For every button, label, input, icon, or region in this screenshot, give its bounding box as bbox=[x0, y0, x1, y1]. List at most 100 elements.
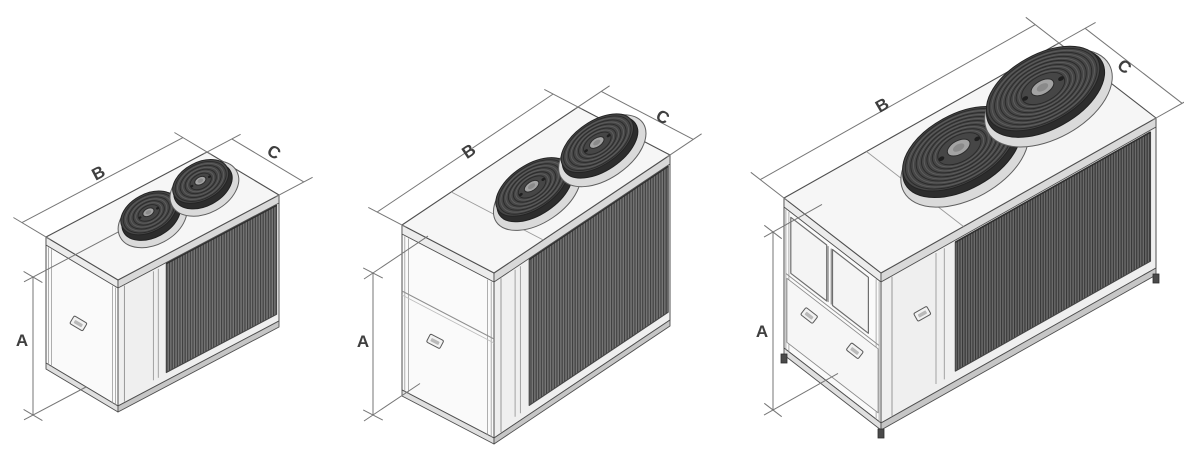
fan-detail bbox=[1022, 96, 1029, 101]
dim-label-a: A bbox=[756, 322, 768, 341]
fan-ring bbox=[580, 129, 614, 157]
fan-ring bbox=[505, 165, 559, 209]
fan-ring bbox=[570, 121, 624, 165]
dim-label-a: A bbox=[357, 332, 369, 351]
fan-ring bbox=[999, 55, 1087, 122]
panel-seam bbox=[401, 294, 495, 344]
fan-hub-center bbox=[197, 178, 204, 183]
dim-label-b: B bbox=[872, 94, 892, 117]
fan bbox=[984, 45, 1113, 148]
unit-small: A B C bbox=[13, 132, 313, 422]
fan-ring bbox=[578, 127, 617, 159]
fan-detail bbox=[207, 175, 211, 179]
fan-detail bbox=[1058, 76, 1064, 81]
dim-c-extension bbox=[666, 133, 702, 158]
dim-c-line bbox=[601, 90, 694, 140]
dim-c-extension bbox=[1152, 101, 1184, 121]
dim-b-extension bbox=[750, 171, 789, 202]
dim-a-extension bbox=[23, 386, 87, 421]
fan-hub-center bbox=[1036, 83, 1049, 92]
panel-seam bbox=[401, 290, 495, 340]
dim-label-b: B bbox=[89, 162, 109, 185]
dim-c-extension bbox=[574, 85, 610, 110]
dim-a-extension bbox=[763, 203, 823, 238]
fan-ring bbox=[1002, 57, 1085, 120]
dim-a-extension bbox=[363, 235, 429, 280]
fan-ring bbox=[994, 51, 1093, 126]
fan-ring bbox=[1004, 59, 1082, 118]
dim-label-c: C bbox=[1114, 55, 1135, 78]
dim-label-b: B bbox=[459, 140, 480, 163]
dim-b-line bbox=[21, 137, 184, 224]
grille-top-shadow bbox=[165, 204, 277, 265]
fan-hub-center bbox=[527, 183, 536, 190]
fan-detail bbox=[138, 216, 142, 219]
fan-ring bbox=[510, 169, 554, 205]
fan-ring bbox=[1018, 70, 1068, 108]
unit-small-drawing bbox=[13, 132, 313, 422]
fan-detail bbox=[974, 136, 981, 142]
fan-detail bbox=[190, 184, 194, 188]
panel-handle bbox=[426, 333, 444, 349]
unit-large: A B C bbox=[750, 16, 1184, 439]
foot bbox=[1152, 273, 1160, 284]
fan-detail bbox=[541, 177, 546, 181]
fan-detail bbox=[938, 156, 945, 162]
mid-rail bbox=[785, 273, 880, 346]
fan-ring bbox=[991, 49, 1095, 128]
fan-ring bbox=[929, 126, 990, 172]
unit-medium-drawing bbox=[362, 85, 702, 445]
panel-handle bbox=[800, 307, 818, 324]
fan-ring bbox=[135, 202, 163, 224]
fan-hub-center bbox=[953, 143, 965, 152]
fan-ring bbox=[507, 167, 557, 207]
fan bbox=[558, 113, 647, 188]
fan bbox=[169, 159, 240, 217]
grille-top-shadow bbox=[954, 131, 1151, 243]
dim-label-a: A bbox=[16, 331, 28, 350]
fan-ring bbox=[1007, 61, 1079, 116]
fan-ring bbox=[565, 117, 629, 169]
unit-medium: A B C bbox=[357, 85, 702, 445]
fan-detail bbox=[519, 192, 523, 197]
fan-ring bbox=[1013, 65, 1074, 112]
dim-b-extension bbox=[368, 206, 407, 228]
fan-ring bbox=[187, 170, 215, 193]
fan-ring bbox=[130, 198, 168, 228]
dim-a-extension bbox=[23, 225, 131, 283]
fan-ring bbox=[568, 119, 627, 167]
dim-c-extension bbox=[275, 176, 313, 198]
dim-b-extension bbox=[13, 217, 51, 241]
fan-detail bbox=[606, 134, 611, 138]
base-rail-right bbox=[493, 319, 671, 445]
access-door bbox=[831, 248, 869, 334]
fan-hub-center bbox=[145, 210, 152, 215]
dim-c-extension bbox=[1055, 21, 1096, 46]
panel-handle bbox=[913, 306, 931, 322]
panel-handle bbox=[846, 342, 864, 359]
fan-ring bbox=[179, 164, 222, 198]
fan-detail bbox=[584, 149, 588, 153]
fan-ring bbox=[996, 53, 1090, 124]
base-rail-right bbox=[117, 320, 280, 413]
fan-ring bbox=[934, 130, 985, 168]
fan-ring bbox=[1015, 68, 1071, 110]
fan-ring bbox=[517, 175, 547, 199]
dim-c-line bbox=[231, 138, 305, 183]
fan-hub-center bbox=[593, 139, 601, 146]
fan-ring bbox=[575, 125, 619, 161]
dim-c-line bbox=[1084, 27, 1183, 104]
fan-ring bbox=[563, 115, 632, 171]
dim-b-line bbox=[760, 24, 1036, 181]
fan-ring bbox=[127, 196, 170, 230]
fan-ring bbox=[988, 47, 1098, 130]
fan bbox=[492, 157, 582, 231]
dim-b-extension bbox=[544, 88, 583, 110]
access-door bbox=[790, 216, 828, 302]
fan-ring bbox=[177, 162, 225, 200]
panel-handle bbox=[69, 315, 88, 332]
foot bbox=[877, 428, 885, 439]
foot bbox=[780, 353, 788, 364]
